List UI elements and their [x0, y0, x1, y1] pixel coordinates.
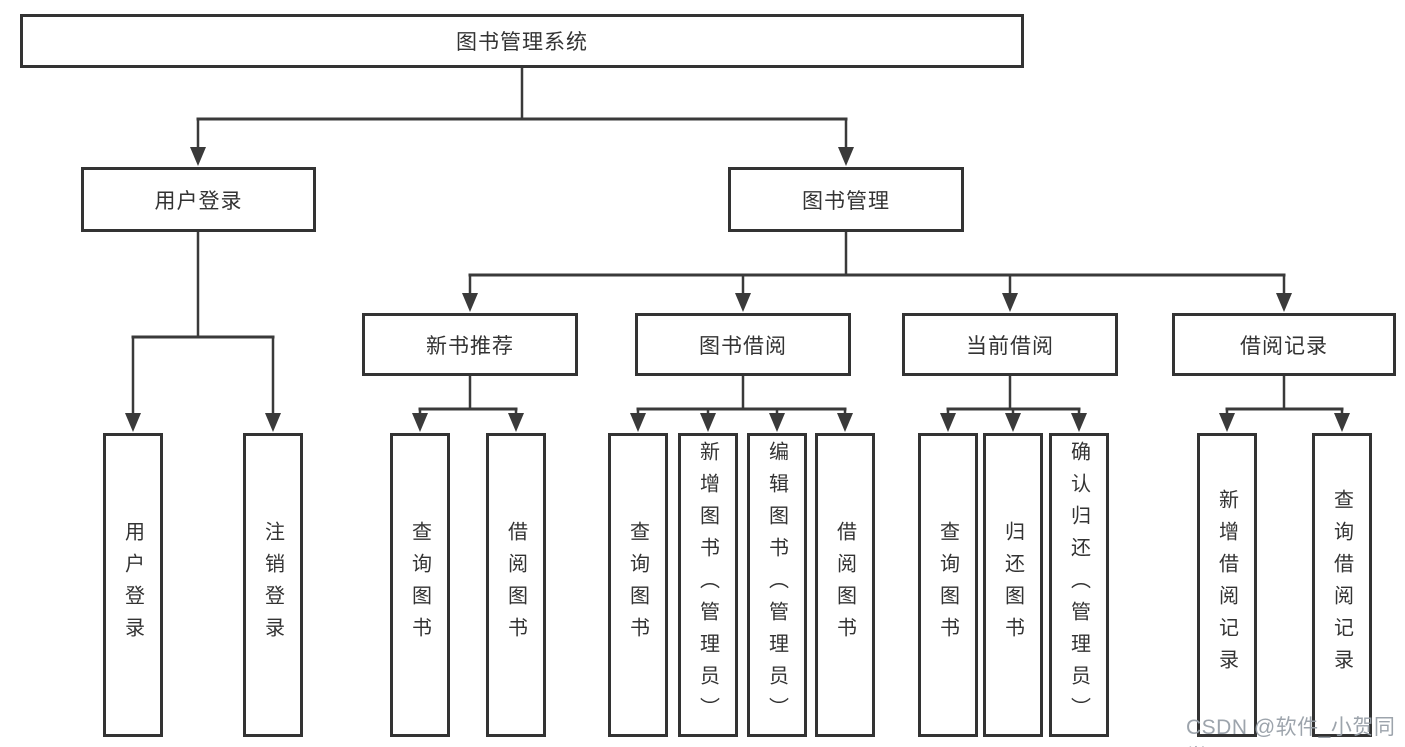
node-borrowing-records: 借阅记录 — [1172, 313, 1396, 376]
node-user-login: 用户登录 — [81, 167, 316, 232]
node-leaf-query-books-borrowing: 查询图书 — [608, 433, 668, 737]
node-leaf-return-book: 归还图书 — [983, 433, 1043, 737]
node-new-book-recommend: 新书推荐 — [362, 313, 578, 376]
node-current-borrowing: 当前借阅 — [902, 313, 1118, 376]
node-leaf-confirm-return-admin: 确认归还（管理员） — [1049, 433, 1109, 737]
node-book-management: 图书管理 — [728, 167, 964, 232]
watermark: CSDN @软件_小贺同学 — [1186, 716, 1396, 747]
node-leaf-logout: 注销登录 — [243, 433, 303, 737]
node-root: 图书管理系统 — [20, 14, 1024, 68]
node-book-borrowing: 图书借阅 — [635, 313, 851, 376]
node-leaf-add-book-admin: 新增图书（管理员） — [678, 433, 738, 737]
arrowheads — [125, 147, 1350, 432]
node-leaf-borrow-books: 借阅图书 — [815, 433, 875, 737]
node-leaf-user-login: 用户登录 — [103, 433, 163, 737]
node-leaf-query-borrow-record: 查询借阅记录 — [1312, 433, 1372, 737]
node-leaf-edit-book-admin: 编辑图书（管理员） — [747, 433, 807, 737]
node-leaf-borrow-books-recommend: 借阅图书 — [486, 433, 546, 737]
node-leaf-add-borrow-record: 新增借阅记录 — [1197, 433, 1257, 737]
node-leaf-query-books-current: 查询图书 — [918, 433, 978, 737]
node-leaf-query-books-recommend: 查询图书 — [390, 433, 450, 737]
